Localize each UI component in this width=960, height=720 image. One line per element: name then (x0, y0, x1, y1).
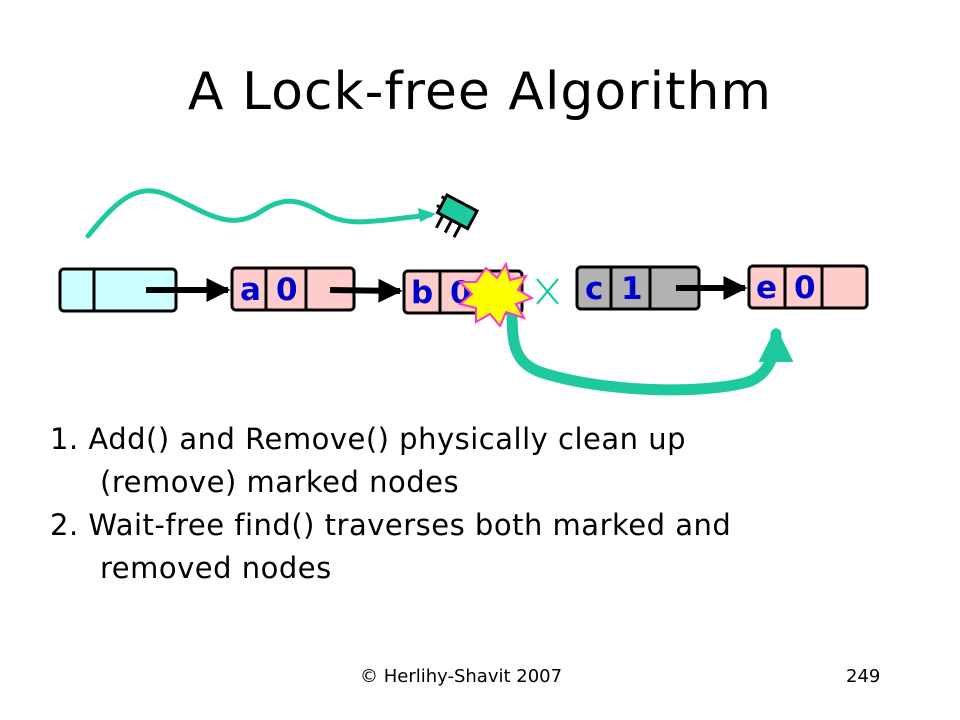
bullet-list: 1. Add() and Remove() physically clean u… (50, 418, 920, 590)
bullet-item-1: 1. Add() and Remove() physically clean u… (50, 418, 920, 504)
explosion-icon (457, 261, 535, 328)
node-a-mark: 0 (276, 272, 298, 308)
node-e-mark: 0 (794, 270, 816, 306)
footer-copyright: © Herlihy-Shavit 2007 (360, 666, 563, 687)
redirect-arrow-b-to-e (506, 284, 794, 396)
node-c-mark: 1 (621, 271, 643, 307)
node-b-key: b (411, 275, 433, 311)
bullet-2-line-2: removed nodes (100, 551, 332, 585)
bullet-2-line-1: 2. Wait-free find() traverses both marke… (50, 508, 732, 542)
cut-mark-icon (536, 278, 559, 305)
node-a-key: a (240, 272, 261, 308)
list-node-e: e 0 (747, 264, 869, 310)
slide-number: 249 (846, 666, 881, 687)
list-node-a: a 0 (230, 266, 356, 312)
bullet-1-line-2: (remove) marked nodes (100, 465, 460, 499)
thread-icon (435, 192, 480, 238)
pointer-a-to-b (329, 278, 403, 303)
node-c-key: c (585, 271, 603, 307)
thread-path-arrowhead (418, 208, 436, 222)
thread-path (85, 188, 433, 239)
list-node-c: c 1 (575, 265, 701, 311)
bullet-1-line-1: 1. Add() and Remove() physically clean u… (50, 422, 687, 456)
slide-title: A Lock-free Algorithm (187, 62, 773, 122)
bullet-item-2: 2. Wait-free find() traverses both marke… (50, 504, 920, 590)
node-e-key: e (756, 270, 777, 306)
